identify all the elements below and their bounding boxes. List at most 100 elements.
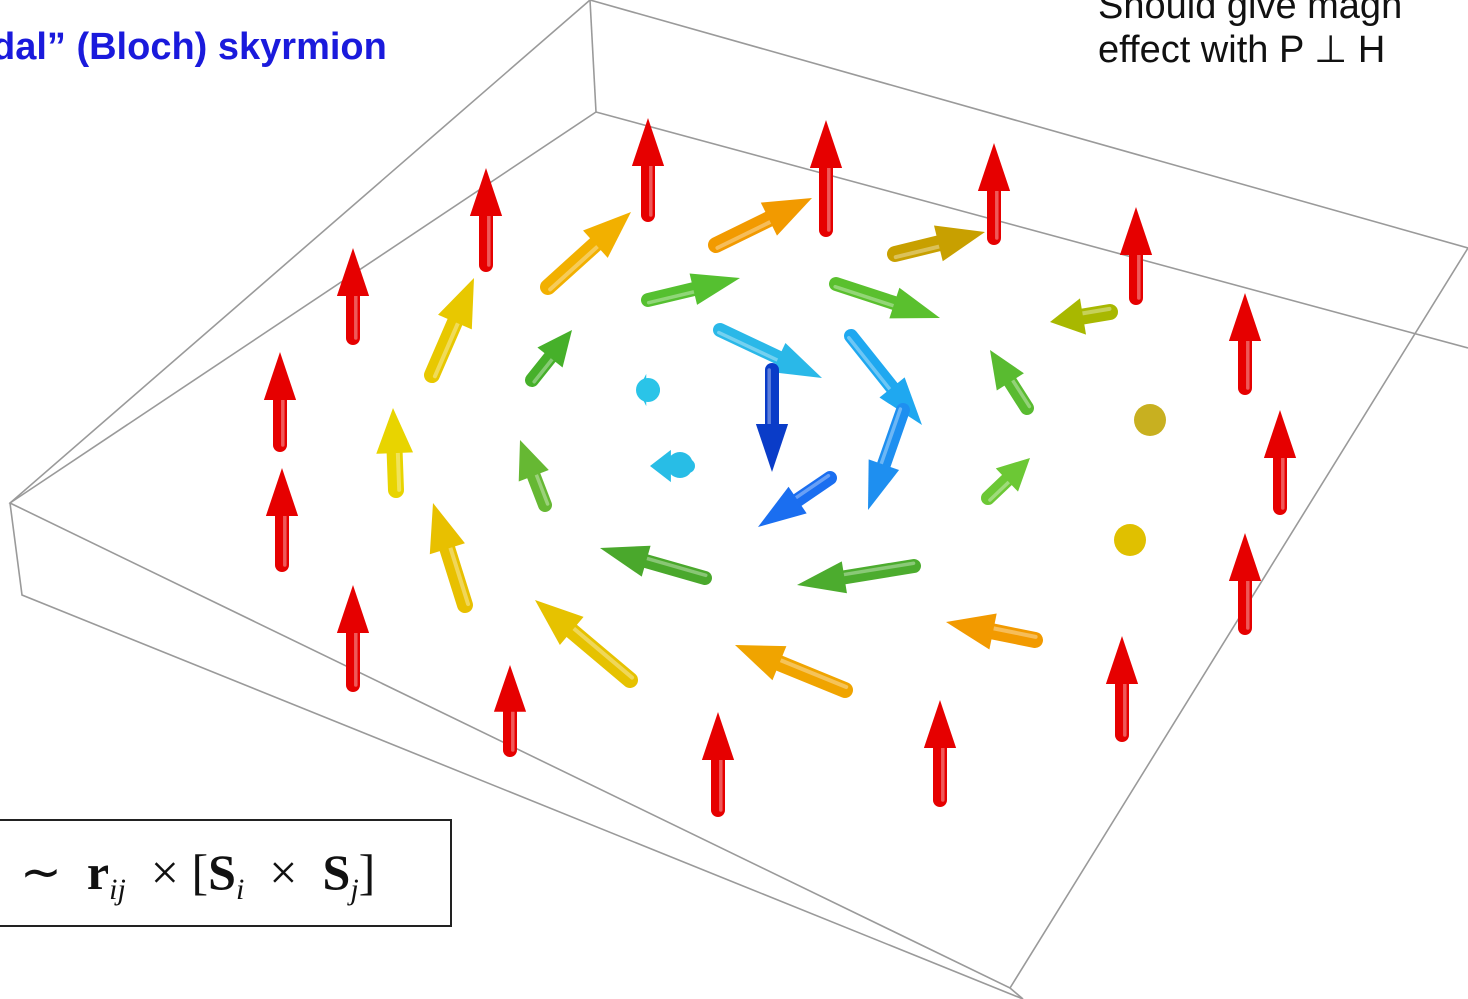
spin-arrow-green-4-shaft — [526, 468, 552, 512]
formula-lbracket: [ — [191, 844, 209, 900]
spin-arrow-tilt-2-head — [760, 198, 812, 236]
spin-arrow-tilt-5-shaft — [386, 445, 404, 498]
spin-arrow-outer-7 — [1228, 533, 1262, 635]
spin-arrow-tilt-7-highlight — [571, 626, 635, 680]
spin-arrow-green-6-shaft — [837, 559, 921, 585]
spin-arrow-cyan-2-highlight — [847, 335, 892, 391]
formula-rbracket: ] — [358, 844, 376, 900]
spin-arrow-tilt-8-shaft — [771, 655, 853, 698]
spin-arrow-green-5 — [600, 545, 712, 585]
spin-dot-2 — [1114, 524, 1146, 556]
spin-arrow-outer-5-head — [1228, 293, 1262, 341]
spin-arrow-green-3-head — [537, 330, 572, 368]
spin-arrow-tilt-4 — [424, 278, 474, 383]
spin-arrow-tilt-9-highlight — [991, 626, 1038, 639]
spin-arrow-tilt-3-highlight — [893, 244, 942, 260]
spin-arrow-cyan-1-head — [771, 342, 822, 378]
spin-arrow-green-2-head — [889, 287, 940, 319]
box-left-edge — [9, 502, 1024, 999]
spin-arrow-cyan-4 — [758, 471, 837, 527]
box-back-edge — [595, 111, 1468, 349]
spin-arrow-green-8 — [990, 350, 1034, 415]
spin-arrow-tilt-10-highlight — [1080, 306, 1112, 316]
spin-arrow-outer-12 — [336, 585, 370, 692]
spin-arrow-green-4-highlight — [534, 472, 550, 506]
spin-arrow-green-1-highlight — [646, 290, 696, 305]
spin-arrow-outer-14-head — [263, 352, 297, 400]
spin-arrow-outer-11-head — [493, 665, 527, 712]
spin-arrow-green-4 — [518, 440, 552, 512]
spin-arrow-green-6 — [797, 559, 921, 594]
spin-arrow-green-7-shaft — [981, 473, 1014, 505]
spin-arrow-tilt-6-highlight — [448, 545, 471, 607]
spin-arrow-outer-13-head — [265, 468, 299, 516]
spin-arrow-outer-6 — [1263, 410, 1297, 515]
spin-arrow-outer-16 — [469, 168, 503, 272]
spin-arrow-green-1 — [641, 273, 740, 307]
spin-arrow-tilt-9-shaft — [985, 623, 1043, 648]
spin-arrow-tilt-3 — [887, 225, 985, 262]
spin-arrow-outer-8 — [1105, 636, 1139, 742]
spin-arrow-tilt-6 — [429, 503, 473, 613]
formula-cross-2: × — [269, 844, 298, 900]
spin-arrow-cyan-3 — [868, 403, 910, 510]
spin-arrow-outer-4-head — [1119, 207, 1153, 255]
spin-arrow-outer-12-head — [336, 585, 370, 633]
spin-arrow-tilt-10-shaft — [1075, 304, 1118, 325]
spin-arrow-green-7-highlight — [988, 480, 1011, 502]
spin-arrow-outer-7-head — [1228, 533, 1262, 581]
spin-arrow-green-8-shaft — [1003, 374, 1034, 415]
spin-arrow-cyan-6-head — [650, 449, 671, 483]
spin-dot-1 — [1134, 404, 1166, 436]
spin-arrow-core — [755, 363, 789, 472]
spin-arrow-green-2-highlight — [833, 284, 896, 308]
spin-arrow-tilt-1-head — [583, 212, 631, 258]
spin-arrow-tilt-3-shaft — [887, 235, 947, 262]
spin-arrow-outer-3-head — [977, 143, 1011, 191]
formula-s1: S — [208, 844, 236, 900]
spin-arrow-outer-9 — [923, 700, 957, 807]
spin-arrow-outer-8-head — [1105, 636, 1139, 684]
spin-arrow-cyan-2-shaft — [844, 329, 900, 395]
spin-arrow-green-8-highlight — [1010, 378, 1032, 409]
spin-arrow-green-3-highlight — [532, 357, 554, 384]
spin-dot-3 — [636, 378, 660, 402]
spin-arrow-cyan-4-highlight — [794, 473, 831, 500]
spin-arrow-outer-16-head — [469, 168, 503, 216]
spin-arrow-tilt-4-shaft — [424, 314, 463, 383]
box-outline — [8, 0, 1468, 999]
note-line-2: effect with P ⊥ H — [1098, 29, 1386, 71]
box-inner-edge — [9, 111, 597, 504]
spin-arrow-tilt-9-head — [946, 613, 997, 650]
note-text: Should give magn effect with P ⊥ H — [1098, 0, 1402, 72]
spin-arrow-outer-15-head — [336, 248, 370, 296]
spin-arrow-tilt-2-shaft — [708, 211, 777, 253]
spin-arrow-green-6-highlight — [842, 561, 916, 577]
spin-arrow-outer-5 — [1228, 293, 1262, 395]
spin-arrow-outer-3 — [977, 143, 1011, 245]
spin-arrow-green-6-head — [797, 561, 847, 594]
spin-arrow-tilt-5 — [376, 408, 414, 498]
spin-arrow-tilt-2-highlight — [715, 219, 773, 250]
spin-arrow-tilt-7-shaft — [563, 622, 638, 688]
spin-arrow-cyan-3-highlight — [879, 407, 903, 466]
spin-arrow-green-2 — [829, 277, 940, 319]
formula-s1-sub: i — [235, 873, 245, 906]
spin-arrow-outer-4 — [1119, 207, 1153, 305]
spin-arrow-tilt-10 — [1050, 298, 1118, 335]
spin-arrow-green-3 — [525, 330, 572, 387]
spin-arrow-outer-6-head — [1263, 410, 1297, 458]
spin-arrow-outer-9-head — [923, 700, 957, 748]
spin-arrow-green-5-head — [600, 545, 651, 577]
page-title: dal” (Bloch) skyrmion — [0, 26, 387, 68]
spin-arrow-outer-2 — [809, 120, 843, 237]
spin-arrow-green-4-head — [518, 440, 549, 482]
formula-lead: ∼ — [20, 844, 62, 900]
spin-arrow-tilt-2 — [708, 198, 812, 253]
spin-arrow-outer-15 — [336, 248, 370, 345]
spin-arrow-green-5-shaft — [639, 554, 712, 585]
spin-arrow-green-7 — [981, 458, 1030, 505]
spin-arrow-green-5-highlight — [645, 556, 708, 578]
spin-arrow-green-1-head — [689, 273, 740, 305]
box-back-corner — [589, 0, 597, 113]
